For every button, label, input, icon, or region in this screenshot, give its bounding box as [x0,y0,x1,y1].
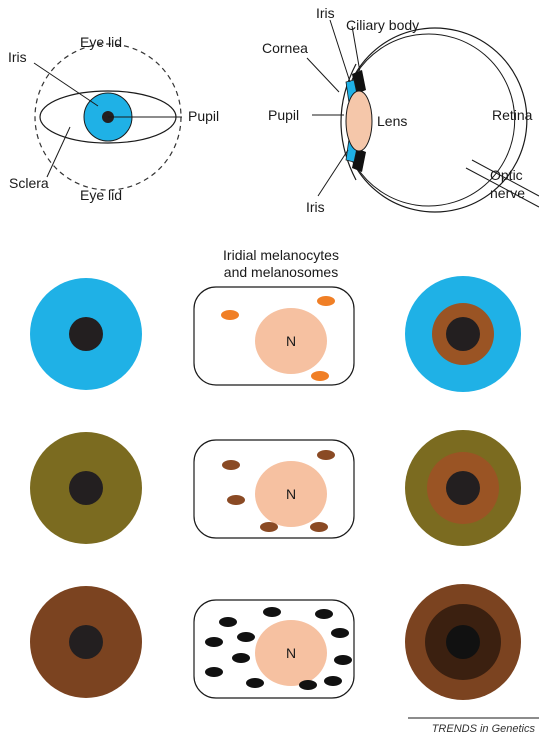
melanosome [263,607,281,617]
cornea-label: Cornea [262,40,308,56]
melanosome [299,680,317,690]
melanosome [311,371,329,381]
footer-credit: TRENDS in Genetics [432,723,536,735]
melanosome [221,310,239,320]
side-eye-diagram: Iris Ciliary body Cornea Pupil Lens Reti… [262,5,539,215]
hazel-pupil-right [446,471,480,505]
side-iris-top-label: Iris [316,5,335,21]
melanosome [205,637,223,647]
blue-pupil-right [446,317,480,351]
melanosome [260,522,278,532]
row-hazel: N [30,430,521,546]
row-blue: N [30,276,521,392]
melanosome [237,632,255,642]
cornea-leader [307,58,339,92]
side-iris-bottom-label: Iris [306,199,325,215]
front-pupil-label: Pupil [188,108,219,124]
cell-header-line1: Iridial melanocytes [223,247,339,263]
melanosome [331,628,349,638]
retina-label: Retina [492,107,533,123]
lens-label: Lens [377,113,407,129]
optic-label-2: nerve [490,185,525,201]
hazel-nucleus-label: N [286,486,296,502]
ciliary-body-label: Ciliary body [346,17,419,33]
melanosome [232,653,250,663]
melanosome [227,495,245,505]
melanosome [315,609,333,619]
front-iris-label: Iris [8,49,27,65]
brown-nucleus-label: N [286,645,296,661]
hazel-pupil-left [69,471,103,505]
melanosome [317,296,335,306]
lens [346,91,372,151]
eyelid-top-label: Eye lid [80,34,122,50]
melanosome [219,617,237,627]
cell-header-line2: and melanosomes [224,264,338,280]
melanosome [310,522,328,532]
eyelid-bottom-label: Eye lid [80,187,122,203]
blue-pupil-left [69,317,103,351]
side-pupil-label: Pupil [268,107,299,123]
iris-bottom-leader [318,150,348,196]
melanosome [246,678,264,688]
blue-nucleus-label: N [286,333,296,349]
melanosome [205,667,223,677]
sclera-label: Sclera [9,175,49,191]
brown-pupil-right [446,625,480,659]
front-eye-diagram: Iris Eye lid Pupil Sclera Eye lid [8,34,219,203]
melanosome [222,460,240,470]
melanosome [334,655,352,665]
optic-label-1: Optic [490,167,523,183]
brown-pupil-left [69,625,103,659]
melanosome [317,450,335,460]
row-brown: N [30,584,521,700]
melanosome [324,676,342,686]
